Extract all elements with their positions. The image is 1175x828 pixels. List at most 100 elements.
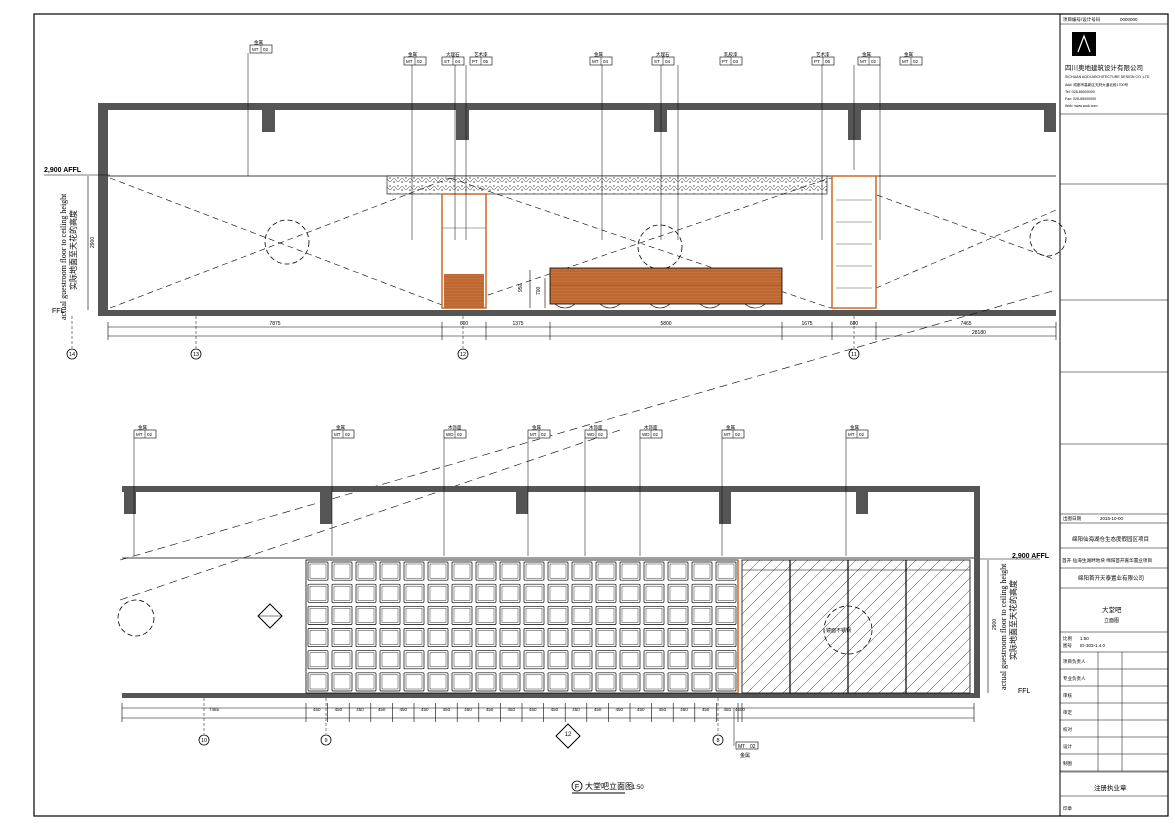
tag-code: PT	[814, 59, 820, 64]
right-wall	[974, 486, 980, 698]
tag-cn: 金属	[594, 51, 603, 58]
tag-cn: 金属	[862, 51, 871, 58]
wine-cell	[379, 650, 401, 670]
wine-cell	[643, 672, 665, 692]
wine-rack-wall	[305, 559, 739, 694]
wine-cell	[667, 605, 689, 625]
vertical-note-cn: 实际地面至天花的高度	[68, 210, 78, 290]
dim-value: 450	[659, 707, 667, 712]
dim-value: 450	[615, 707, 623, 712]
material-tag-cn: 金属	[740, 752, 750, 759]
wine-cell	[451, 628, 473, 648]
dim-value: 7465	[960, 321, 971, 327]
ffl-label: FFL	[52, 308, 65, 315]
grid-bubble	[457, 348, 469, 360]
wine-cell	[547, 628, 569, 648]
tag-code: MT	[136, 432, 143, 437]
grid-bubble	[198, 734, 210, 746]
tag-cn: 木饰面	[589, 424, 603, 431]
wine-cell	[595, 605, 617, 625]
sign-row-label: 制图	[1063, 760, 1072, 767]
tag-code: MT	[848, 432, 855, 437]
wine-cell	[331, 605, 353, 625]
tag-num: 02	[859, 432, 865, 437]
firm-fax: Fax: 028-85000000	[1065, 97, 1096, 101]
wine-cell	[403, 583, 425, 603]
dim-value: 450	[486, 707, 494, 712]
tag-num: 05	[483, 59, 489, 64]
wine-cell	[427, 628, 449, 648]
wine-cell	[571, 561, 593, 581]
project-sub: 首开·仙海生湖畔地块 绵阳首开嘉华置业项目	[1062, 557, 1152, 564]
bar-counter	[549, 267, 783, 305]
tag-code: MT	[902, 59, 909, 64]
grid-label: 9	[324, 738, 327, 744]
wine-cell	[715, 650, 737, 670]
stone-feature-band	[386, 175, 828, 195]
dim-value: 450	[702, 707, 710, 712]
wine-cell	[475, 561, 497, 581]
wine-cell	[571, 583, 593, 603]
wine-cell	[427, 561, 449, 581]
wine-cell	[715, 561, 737, 581]
drawing-sub: 立面图	[1104, 617, 1119, 624]
dim-value: 450	[723, 707, 731, 712]
wine-cell	[619, 672, 641, 692]
tag-num: 02	[541, 432, 547, 437]
wine-cell	[355, 672, 377, 692]
wine-cell	[715, 605, 737, 625]
wine-cell	[379, 672, 401, 692]
wine-cell	[523, 650, 545, 670]
sign-row-label: 设计	[1063, 743, 1072, 750]
beam	[848, 110, 861, 140]
wine-cell	[379, 561, 401, 581]
wine-cell	[451, 561, 473, 581]
level-text: 2,900 AFFL	[44, 167, 82, 174]
wine-cell	[379, 628, 401, 648]
wine-cell	[523, 605, 545, 625]
tag-num: 02	[263, 47, 269, 52]
wine-cell	[355, 561, 377, 581]
wine-cell	[691, 605, 713, 625]
wine-cell	[643, 628, 665, 648]
wine-cell	[427, 672, 449, 692]
sign-row-label: 项目负责人	[1063, 658, 1086, 665]
wine-cell	[715, 628, 737, 648]
ffl-label: FFL	[1018, 688, 1031, 695]
glass-partition	[741, 559, 971, 694]
drawing-caption: F 大堂吧立面图 1:50	[571, 780, 644, 794]
wine-cell	[643, 583, 665, 603]
wine-cell	[643, 650, 665, 670]
tag-code: MT	[334, 432, 341, 437]
tag-code: MT	[252, 47, 259, 52]
tag-num: 04	[455, 59, 461, 64]
tag-code: WD	[642, 432, 650, 437]
wine-cell	[451, 672, 473, 692]
wine-cell	[355, 605, 377, 625]
tag-code: PT	[722, 59, 728, 64]
project-no-value: 0000000	[1120, 17, 1138, 22]
dim-value: 450	[421, 707, 429, 712]
sheet-border	[33, 13, 1169, 817]
wine-cell	[619, 650, 641, 670]
wine-cell	[331, 628, 353, 648]
tag-cn: 乳胶漆	[724, 51, 738, 58]
wine-cell	[427, 583, 449, 603]
wine-cell	[523, 583, 545, 603]
left-wall	[98, 103, 108, 316]
wine-cell	[331, 583, 353, 603]
firm-name-cn: 四川奥地建筑设计有限公司	[1065, 63, 1143, 72]
drawing-title: 大堂吧	[1102, 605, 1122, 614]
dim-value: 5800	[660, 321, 671, 327]
date-value: 2015-10-00	[1100, 516, 1124, 521]
wine-cell	[571, 650, 593, 670]
firm-web: Web: www.aodi.com	[1065, 104, 1098, 108]
sign-row-label: 审核	[1063, 692, 1072, 699]
wine-cell	[331, 650, 353, 670]
tag-num: 04	[665, 59, 671, 64]
tag-num: 04	[603, 59, 609, 64]
tag-code: MT	[406, 59, 413, 64]
